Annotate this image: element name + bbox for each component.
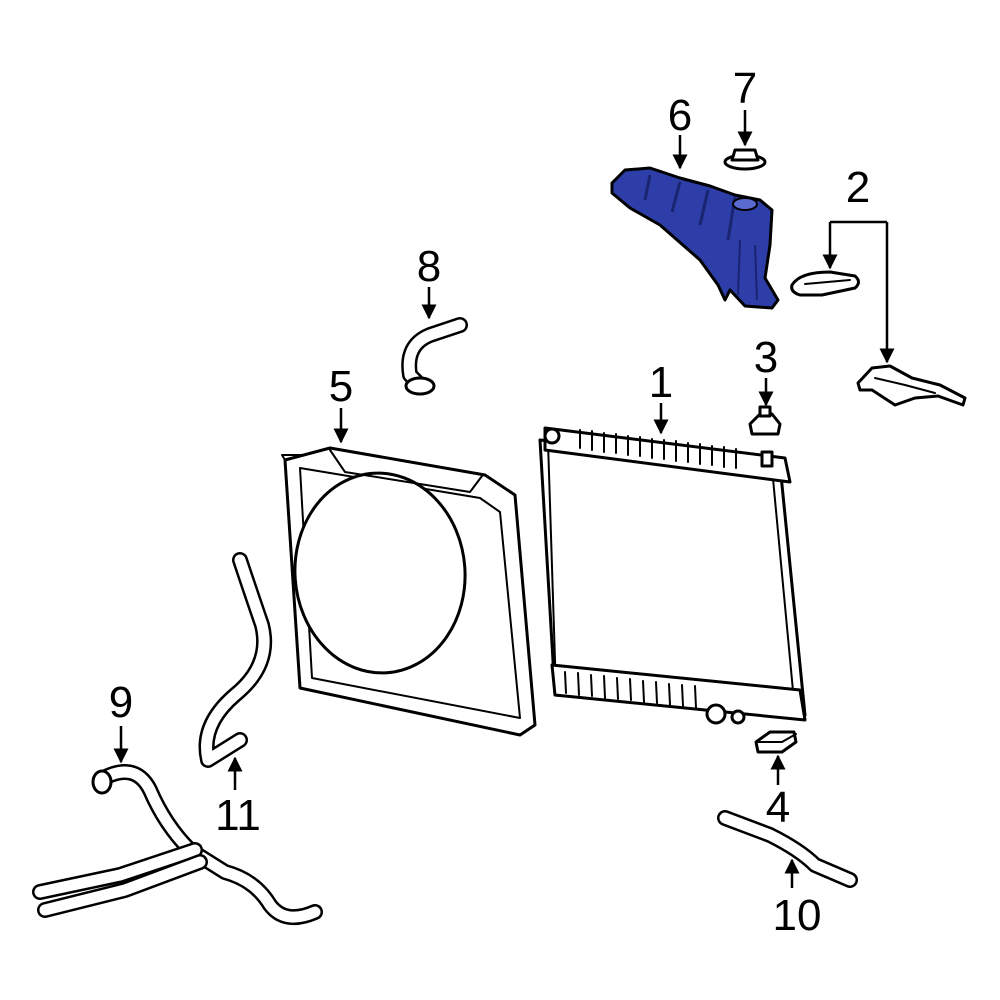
insulator[interactable] xyxy=(754,730,798,754)
callout-7: 7 xyxy=(733,64,757,113)
callout-2: 2 xyxy=(846,163,870,212)
upper-hose[interactable] xyxy=(401,317,468,396)
lower-hose[interactable] xyxy=(198,552,273,768)
reservoir-cap[interactable] xyxy=(723,148,767,171)
radiator[interactable] xyxy=(538,426,807,725)
bracket-upper[interactable] xyxy=(790,270,860,297)
callout-labels: 1 2 3 4 5 6 7 8 9 10 11 xyxy=(109,64,870,940)
radiator-bottom-fins xyxy=(564,671,697,709)
callout-10: 10 xyxy=(773,891,822,940)
clip[interactable] xyxy=(748,405,782,436)
callout-5: 5 xyxy=(329,362,353,411)
callout-11: 11 xyxy=(215,791,261,840)
callout-6: 6 xyxy=(668,91,692,140)
callout-9: 9 xyxy=(109,678,133,727)
callout-4: 4 xyxy=(766,783,790,832)
heater-hose-assembly[interactable] xyxy=(32,764,323,926)
reservoir-body xyxy=(610,166,780,310)
leader-lines xyxy=(113,110,895,888)
fan-shroud[interactable] xyxy=(281,446,537,737)
callout-8: 8 xyxy=(417,242,441,291)
coolant-reservoir[interactable] xyxy=(610,166,780,310)
bracket-lower[interactable] xyxy=(856,364,967,407)
radiator-top-fins xyxy=(579,429,737,469)
callout-3: 3 xyxy=(754,333,778,382)
callout-1: 1 xyxy=(649,358,673,407)
overflow-hose[interactable] xyxy=(717,810,858,888)
